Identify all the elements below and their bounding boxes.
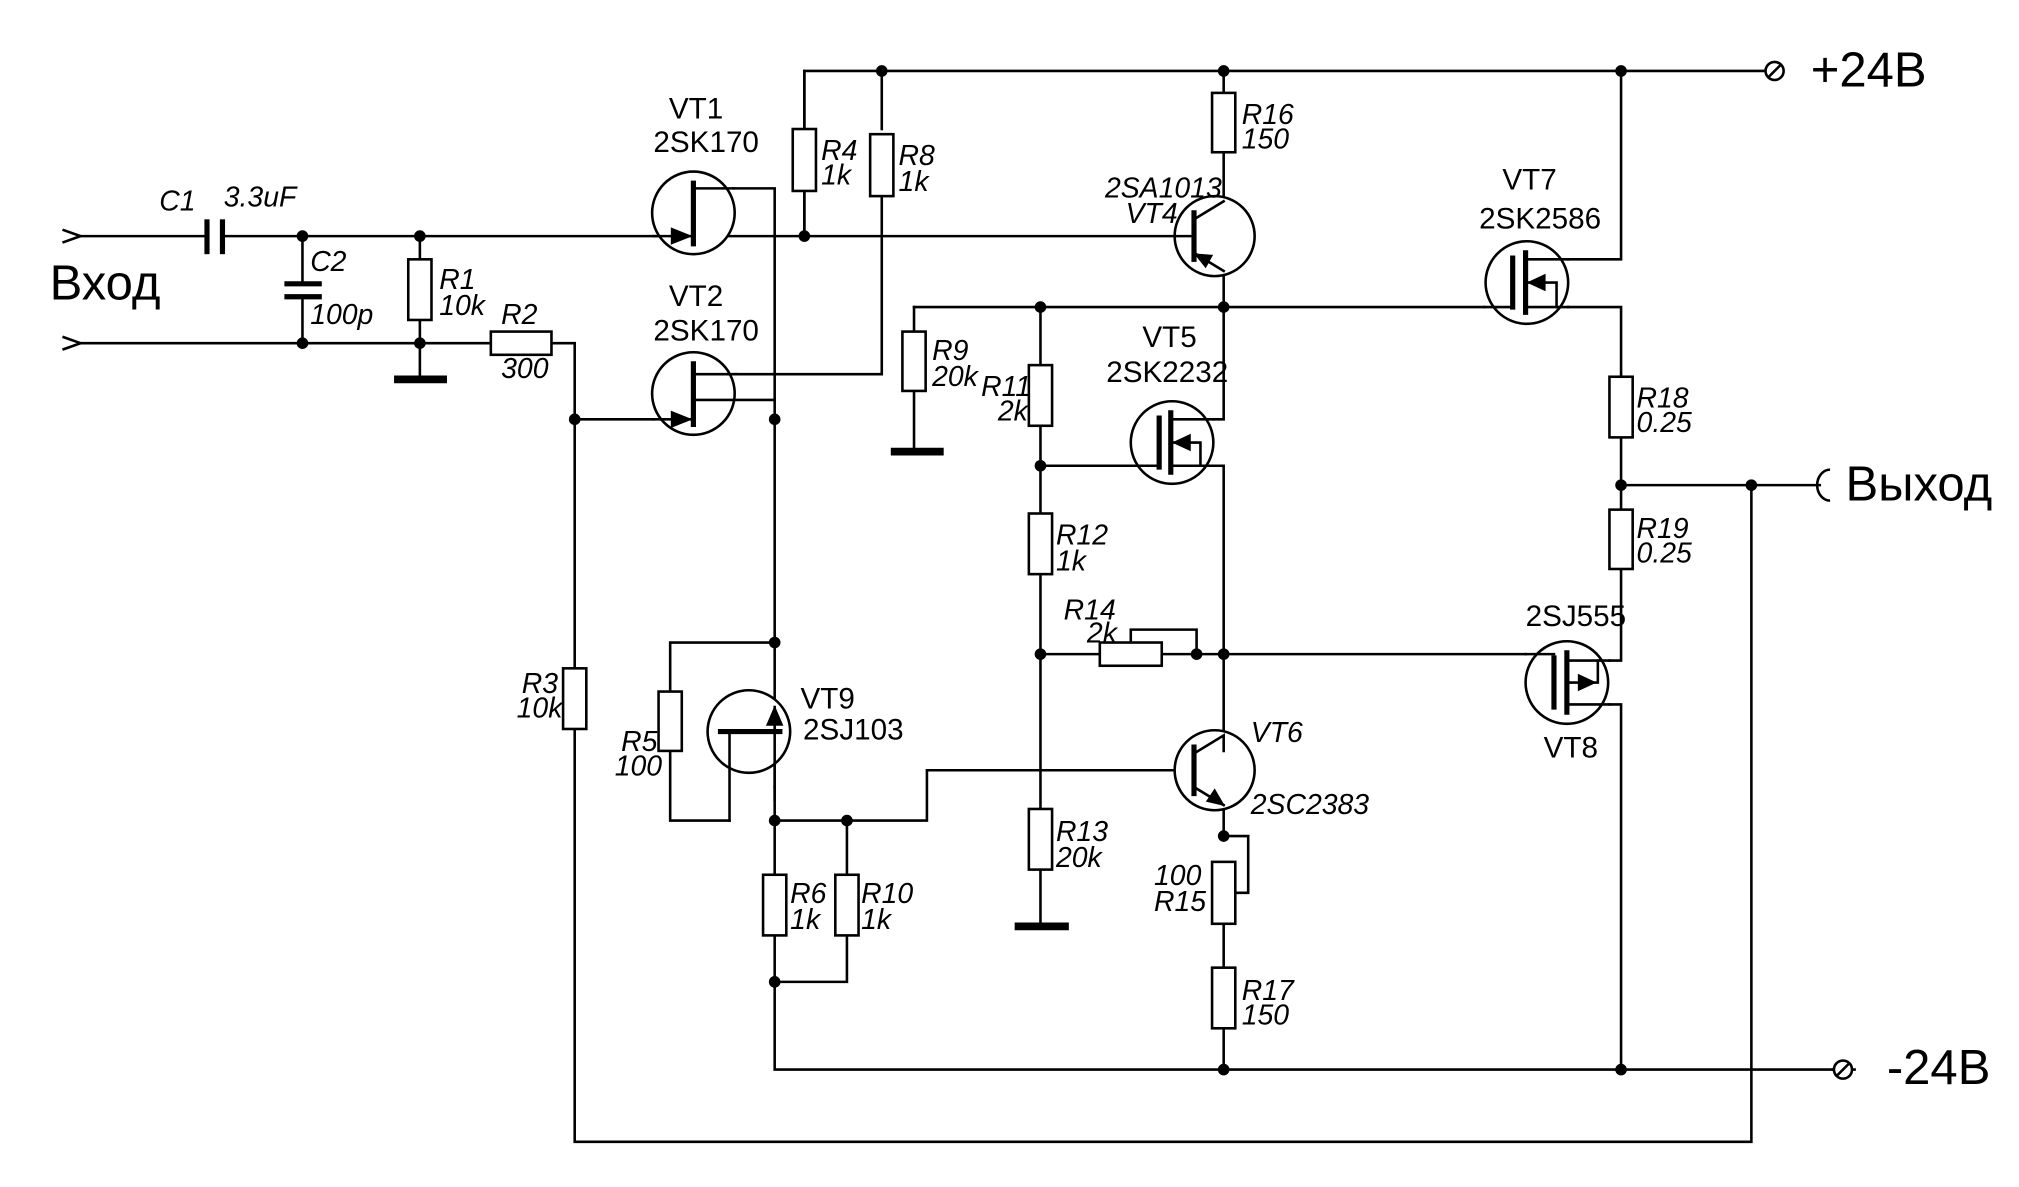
vt6-part: 2SC2383 xyxy=(1250,789,1370,821)
transistor-vt4 xyxy=(1173,194,1256,278)
r15-name: R15 xyxy=(1154,886,1206,918)
r18-value: 0.25 xyxy=(1637,407,1692,439)
vt7-name: VT7 xyxy=(1502,164,1556,197)
r4-name: R4 xyxy=(821,135,857,167)
resistor-r1 xyxy=(406,258,433,322)
resistor-r8 xyxy=(868,132,895,198)
resistors xyxy=(406,91,1634,1030)
resistor-r9 xyxy=(901,330,927,393)
r1-value: 10k xyxy=(439,290,487,322)
ground-symbols xyxy=(394,375,1069,931)
capacitor-c2 xyxy=(284,281,322,300)
r19-name: R19 xyxy=(1637,513,1689,545)
c2-value: 100p xyxy=(310,299,373,331)
resistor-r13 xyxy=(1027,807,1054,871)
output-label: Выход xyxy=(1846,458,1993,512)
vt2-part: 2SK170 xyxy=(653,315,759,348)
transistor-vt2 xyxy=(650,350,738,437)
vt6-name: VT6 xyxy=(1251,717,1303,749)
resistor-r18 xyxy=(1608,375,1634,439)
vt4-name: VT4 xyxy=(1126,198,1178,230)
r2-value: 300 xyxy=(501,353,549,385)
r9-name: R9 xyxy=(932,335,968,367)
vt4-part: 2SA1013 xyxy=(1104,172,1222,204)
resistor-r17 xyxy=(1210,966,1237,1030)
r14-value: 2k xyxy=(1086,618,1119,650)
r2-name: R2 xyxy=(501,299,537,331)
r6-value: 1k xyxy=(790,904,822,936)
r4-value: 1k xyxy=(821,160,853,192)
resistor-r3 xyxy=(561,667,588,731)
vplus-label: +24В xyxy=(1811,43,1927,97)
r12-value: 1k xyxy=(1056,545,1088,577)
r9-value: 20k xyxy=(931,361,980,393)
r12-name: R12 xyxy=(1056,519,1108,551)
r11-name: R11 xyxy=(981,371,1031,403)
resistor-r19 xyxy=(1608,508,1634,571)
vt9-name: VT9 xyxy=(800,682,854,715)
input-terminals xyxy=(62,228,85,351)
input-label: Вход xyxy=(50,256,161,310)
r17-value: 150 xyxy=(1242,999,1290,1031)
resistor-r2 xyxy=(489,330,553,357)
r16-name: R16 xyxy=(1242,99,1294,131)
r13-name: R13 xyxy=(1056,816,1108,848)
r3-name: R3 xyxy=(522,668,558,700)
vt8-part: 2SJ555 xyxy=(1526,600,1627,633)
vt1-part: 2SK170 xyxy=(653,126,759,159)
capacitor-c1 xyxy=(204,219,226,255)
transistor-vt9 xyxy=(706,688,792,822)
vt8-name: VT8 xyxy=(1544,731,1598,764)
resistor-r10 xyxy=(834,873,860,937)
resistor-r15 xyxy=(1210,860,1237,926)
r16-value: 150 xyxy=(1242,123,1290,155)
c2-name: C2 xyxy=(310,246,346,278)
resistor-r5 xyxy=(657,690,684,753)
output-terminal xyxy=(1815,468,1831,502)
r8-value: 1k xyxy=(899,166,931,198)
vminus-label: -24В xyxy=(1887,1041,1991,1095)
r17-name: R17 xyxy=(1242,975,1295,1007)
resistor-r12 xyxy=(1027,512,1054,576)
resistor-r14 xyxy=(1098,641,1164,668)
r5-name: R5 xyxy=(621,726,657,758)
junction-dots xyxy=(296,65,1758,1076)
transistor-vt8 xyxy=(1524,639,1611,726)
r18-name: R18 xyxy=(1637,383,1689,415)
c1-value: 3.3uF xyxy=(224,181,298,213)
r13-value: 20k xyxy=(1055,842,1104,874)
resistor-r11 xyxy=(1027,363,1054,428)
r15-value: 100 xyxy=(1154,860,1202,892)
vt7-part: 2SK2586 xyxy=(1479,202,1601,235)
transistor-vt7 xyxy=(1483,239,1570,326)
r5-value: 100 xyxy=(615,750,663,782)
r19-value: 0.25 xyxy=(1637,538,1692,570)
vt1-name: VT1 xyxy=(669,93,723,126)
vt9-part: 2SJ103 xyxy=(803,713,904,746)
r10-name: R10 xyxy=(861,878,913,910)
r10-value: 1k xyxy=(861,904,893,936)
c1-name: C1 xyxy=(159,185,195,217)
vt5-name: VT5 xyxy=(1142,321,1196,354)
r3-value: 10k xyxy=(517,692,565,724)
vt2-name: VT2 xyxy=(669,280,723,313)
resistor-r6 xyxy=(761,873,788,937)
r11-value: 2k xyxy=(997,396,1030,428)
r14-name: R14 xyxy=(1064,594,1116,626)
resistor-r4 xyxy=(791,127,818,193)
resistor-r16 xyxy=(1210,91,1237,154)
r1-name: R1 xyxy=(439,264,475,296)
transistor-vt1 xyxy=(650,170,736,256)
r6-name: R6 xyxy=(790,878,826,910)
vt5-part: 2SK2232 xyxy=(1106,356,1228,389)
r8-name: R8 xyxy=(899,140,935,172)
transistor-vt5 xyxy=(1128,399,1215,486)
transistor-vt6 xyxy=(1173,728,1256,812)
